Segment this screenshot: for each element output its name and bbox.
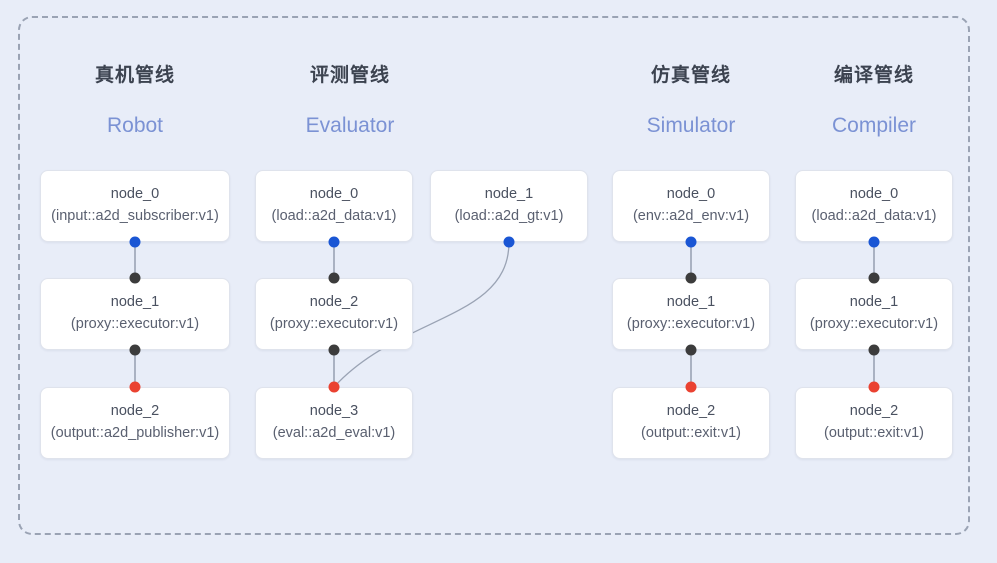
column-title-en-simulator: Simulator [646, 114, 736, 137]
node-name-label: node_3 [309, 403, 359, 420]
port-output-eval-node-3-0[interactable] [328, 381, 340, 393]
column-title-en-compiler: Compiler [831, 114, 917, 137]
port-input-comp-node-0-0[interactable] [868, 236, 880, 248]
port-output-sim-node-2-0[interactable] [685, 381, 697, 393]
node-box-eval-node-3[interactable]: node_3(eval::a2d_eval:v1) [255, 387, 413, 459]
node-type-label: (env::a2d_env:v1) [632, 208, 750, 224]
node-box-sim-node-0[interactable]: node_0(env::a2d_env:v1) [612, 170, 770, 242]
column-title-cn-simulator: 仿真管线 [650, 65, 731, 86]
node-name-label: node_2 [849, 403, 899, 420]
column-title-cn-compiler: 编译管线 [833, 65, 914, 86]
node-box-robot-node-0[interactable]: node_0(input::a2d_subscriber:v1) [40, 170, 230, 242]
node-box-eval-node-2[interactable]: node_2(proxy::executor:v1) [255, 278, 413, 350]
node-box-comp-node-1[interactable]: node_1(proxy::executor:v1) [795, 278, 953, 350]
node-box-comp-node-0[interactable]: node_0(load::a2d_data:v1) [795, 170, 953, 242]
node-type-label: (output::a2d_publisher:v1) [50, 425, 220, 441]
port-relay-eval-node-2-0[interactable] [328, 272, 340, 284]
node-box-robot-node-1[interactable]: node_1(proxy::executor:v1) [40, 278, 230, 350]
node-name-label: node_0 [666, 186, 716, 203]
port-input-eval-node-1-0[interactable] [503, 236, 515, 248]
node-name-label: node_2 [110, 403, 160, 420]
column-title-en-evaluator: Evaluator [305, 114, 395, 137]
node-type-label: (input::a2d_subscriber:v1) [51, 208, 219, 224]
port-relay-sim-node-1-1[interactable] [685, 344, 697, 356]
port-relay-comp-node-1-0[interactable] [868, 272, 880, 284]
node-box-sim-node-1[interactable]: node_1(proxy::executor:v1) [612, 278, 770, 350]
port-input-sim-node-0-0[interactable] [685, 236, 697, 248]
pipeline-column-simulator: 仿真管线 Simulator [612, 60, 770, 160]
node-name-label: node_1 [849, 294, 899, 311]
node-type-label: (output::exit:v1) [824, 425, 924, 441]
port-output-robot-node-2-0[interactable] [129, 381, 141, 393]
pipeline-column-compiler: 编译管线 Compiler [795, 60, 953, 160]
node-type-label: (load::a2d_data:v1) [811, 208, 937, 224]
node-name-label: node_0 [849, 186, 899, 203]
node-box-comp-node-2[interactable]: node_2(output::exit:v1) [795, 387, 953, 459]
port-relay-robot-node-1-1[interactable] [129, 344, 141, 356]
node-type-label: (proxy::executor:v1) [70, 316, 200, 332]
node-box-eval-node-1[interactable]: node_1(load::a2d_gt:v1) [430, 170, 588, 242]
port-relay-eval-node-2-1[interactable] [328, 344, 340, 356]
node-type-label: (proxy::executor:v1) [269, 316, 399, 332]
node-type-label: (load::a2d_gt:v1) [454, 208, 564, 224]
node-box-robot-node-2[interactable]: node_2(output::a2d_publisher:v1) [40, 387, 230, 459]
node-name-label: node_1 [666, 294, 716, 311]
port-relay-robot-node-1-0[interactable] [129, 272, 141, 284]
node-type-label: (load::a2d_data:v1) [271, 208, 397, 224]
node-type-label: (proxy::executor:v1) [809, 316, 939, 332]
port-output-comp-node-2-0[interactable] [868, 381, 880, 393]
node-type-label: (proxy::executor:v1) [626, 316, 756, 332]
port-relay-sim-node-1-0[interactable] [685, 272, 697, 284]
node-name-label: node_2 [666, 403, 716, 420]
node-type-label: (output::exit:v1) [641, 425, 741, 441]
node-type-label: (eval::a2d_eval:v1) [272, 425, 396, 441]
node-box-eval-node-0[interactable]: node_0(load::a2d_data:v1) [255, 170, 413, 242]
port-relay-comp-node-1-1[interactable] [868, 344, 880, 356]
pipeline-column-robot: 真机管线 Robot [40, 60, 230, 160]
column-title-cn-robot: 真机管线 [94, 65, 175, 86]
port-input-robot-node-0-0[interactable] [129, 236, 141, 248]
column-title-cn-evaluator: 评测管线 [309, 65, 390, 86]
node-name-label: node_0 [110, 186, 160, 203]
pipeline-column-evaluator: 评测管线 Evaluator [255, 60, 445, 160]
node-box-sim-node-2[interactable]: node_2(output::exit:v1) [612, 387, 770, 459]
node-name-label: node_1 [484, 186, 534, 203]
node-name-label: node_0 [309, 186, 359, 203]
node-name-label: node_1 [110, 294, 160, 311]
node-name-label: node_2 [309, 294, 359, 311]
column-title-en-robot: Robot [106, 114, 164, 137]
port-input-eval-node-0-0[interactable] [328, 236, 340, 248]
